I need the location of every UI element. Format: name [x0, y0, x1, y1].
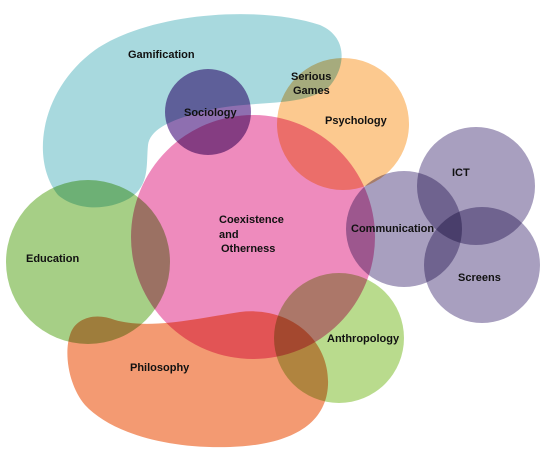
coexistence-label-line2: and: [219, 229, 239, 241]
philosophy-label: Philosophy: [130, 362, 190, 374]
coexistence-label-line1: Coexistence: [219, 214, 284, 226]
coexistence-label-line3: Otherness: [221, 243, 275, 255]
coexistence-area: [131, 115, 375, 359]
education-area: [6, 180, 170, 344]
screens-area: [424, 207, 540, 323]
sociology-label: Sociology: [184, 107, 237, 119]
screens-label: Screens: [458, 272, 501, 284]
psychology-label: Psychology: [325, 115, 388, 127]
sociology-area: [165, 69, 251, 155]
serious-games-label-line1: Serious: [291, 71, 331, 83]
communication-label: Communication: [351, 223, 434, 235]
serious-games-label-line2: Games: [293, 85, 330, 97]
gamification-label: Gamification: [128, 49, 195, 61]
ict-label: ICT: [452, 167, 470, 179]
anthropology-label: Anthropology: [327, 333, 400, 345]
education-label: Education: [26, 253, 79, 265]
